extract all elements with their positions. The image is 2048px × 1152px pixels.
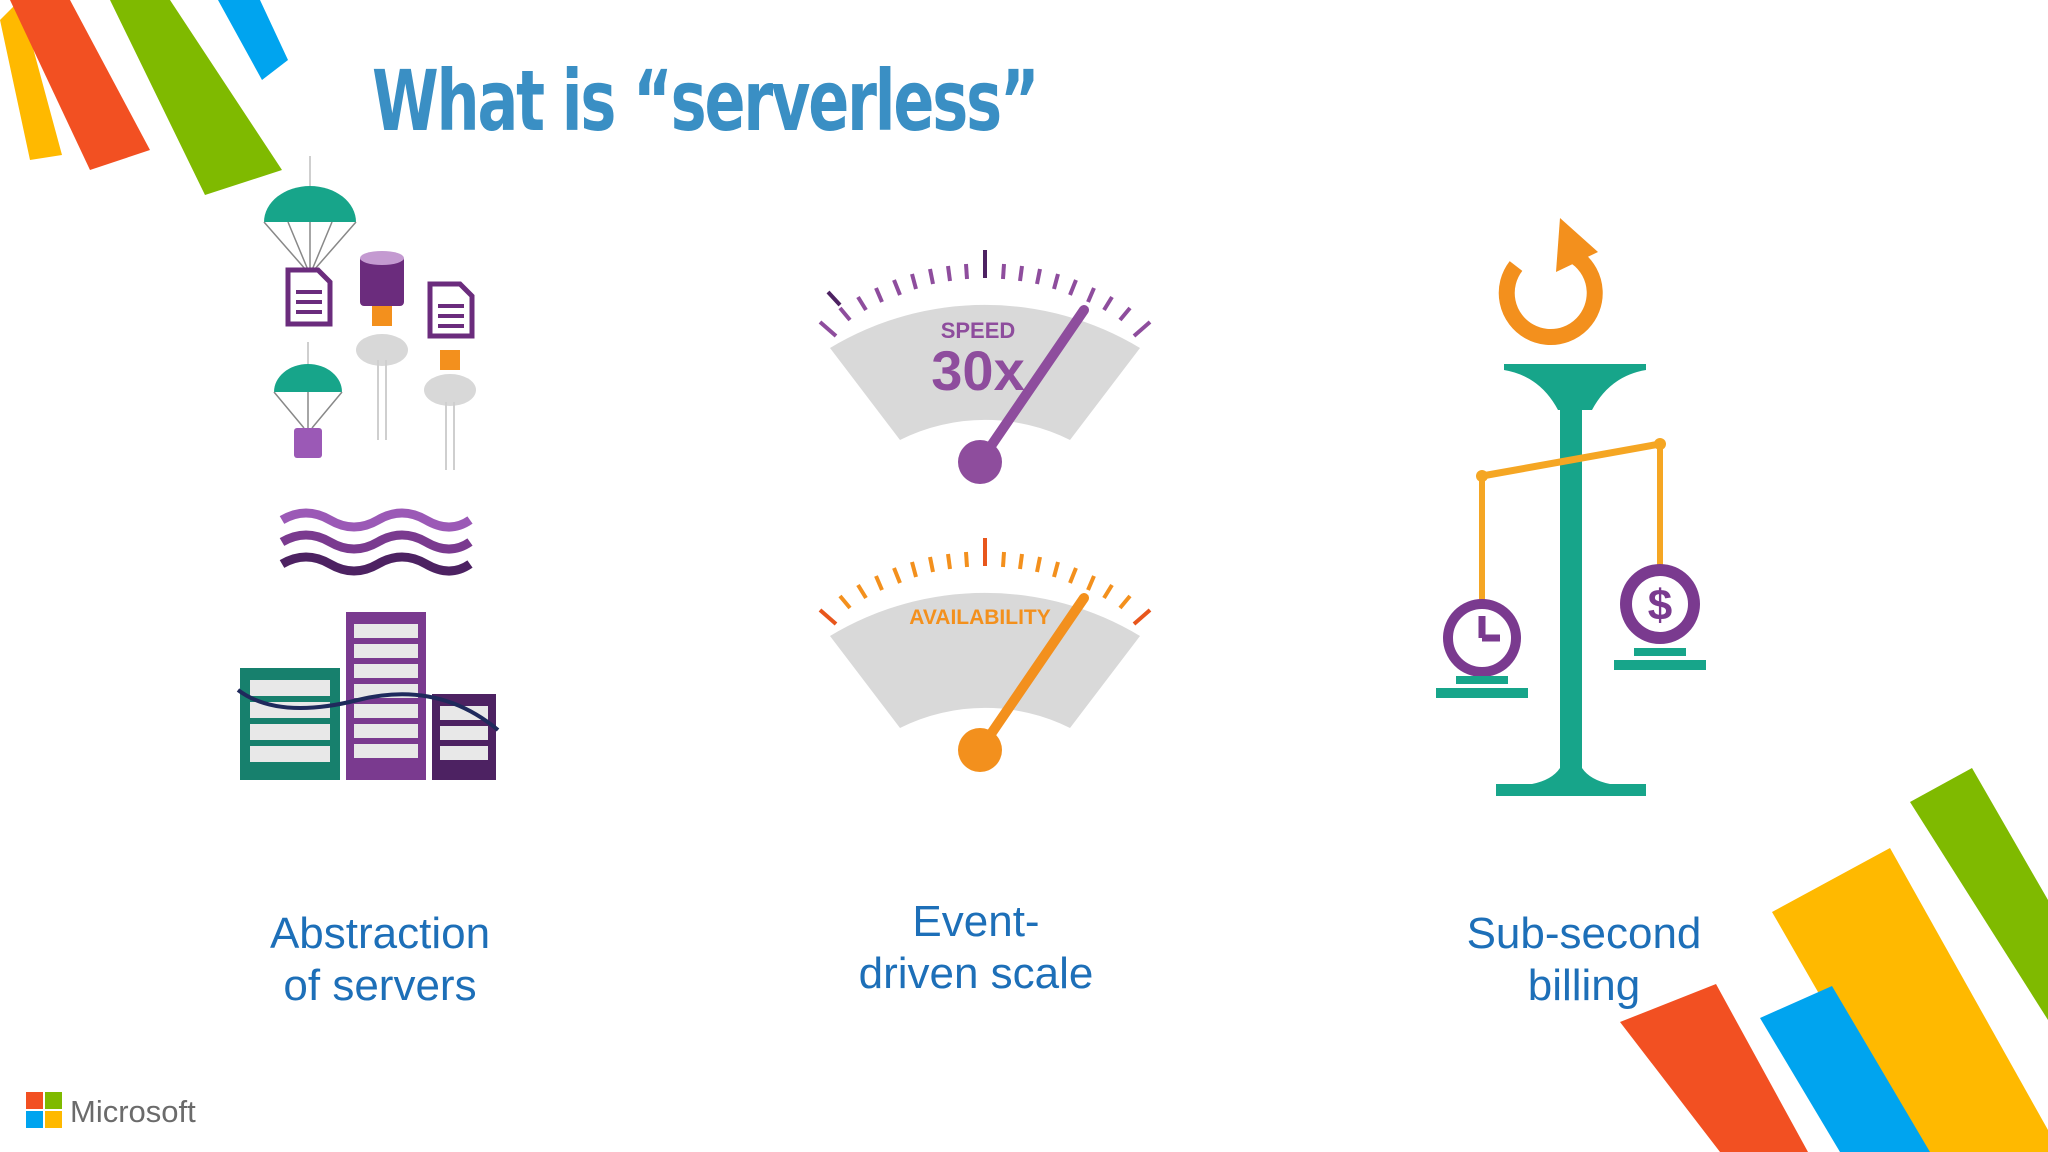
microsoft-logo-icon	[26, 1092, 62, 1128]
availability-gauge-label: AVAILABILITY	[909, 606, 1051, 629]
feature-caption-billing: Sub-second billing	[1466, 909, 1702, 1010]
balance-scale-icon: $	[1436, 218, 1706, 796]
speed-gauge-label: SPEED	[941, 318, 1016, 343]
svg-text:$: $	[1648, 581, 1672, 630]
feature-caption-abstraction: Abstraction of servers	[269, 909, 491, 1010]
microsoft-logo-text: Microsoft	[70, 1094, 196, 1129]
feature-caption-event-driven: Event- driven scale	[858, 897, 1094, 998]
speed-gauge-icon: SPEED 30x	[818, 250, 1152, 484]
availability-gauge-icon: AVAILABILITY	[818, 538, 1152, 772]
decorative-stripes-top-left	[0, 0, 288, 195]
slide-title: What is “serverless”	[372, 52, 1040, 150]
speed-gauge-value: 30x	[931, 339, 1024, 402]
decorative-stripes-bottom-right	[1620, 768, 2048, 1152]
servers-parachute-icon	[236, 156, 500, 780]
